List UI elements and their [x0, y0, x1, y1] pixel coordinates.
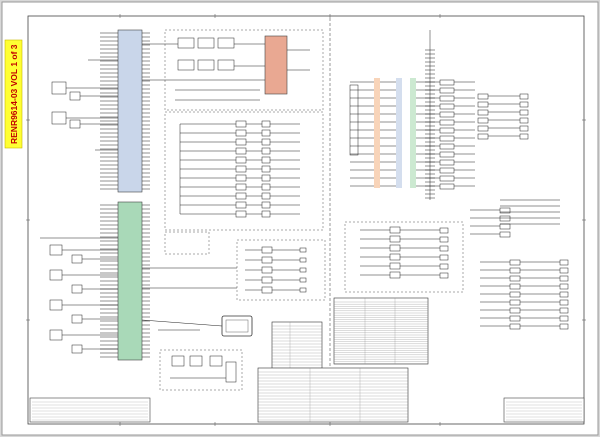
right-mid-box — [344, 221, 464, 293]
lower-center-wiring — [141, 267, 237, 383]
title-block-right — [503, 397, 585, 423]
output-driver-box — [164, 111, 324, 231]
driver-rows — [179, 120, 300, 218]
relay-block — [264, 35, 288, 95]
border-ticks — [26, 14, 586, 426]
document-tag-text: RENR9614-03 VOL 1 of 3 — [9, 44, 19, 144]
right-lower-rows — [470, 207, 569, 330]
display-screen — [225, 319, 249, 333]
right-highlight-orange — [374, 78, 380, 188]
connector-table — [333, 297, 429, 365]
display-unit — [221, 315, 253, 337]
title-block-left — [29, 397, 151, 423]
ecm-connector-lower — [117, 201, 143, 361]
right-highlight-green — [410, 78, 416, 188]
display-connector-box — [164, 231, 210, 255]
harness-code-table — [257, 367, 409, 423]
left-components-lower — [40, 237, 118, 354]
sensor-box — [236, 239, 326, 301]
title-block-lines — [32, 401, 582, 421]
left-components-upper — [51, 59, 118, 151]
ecm-connector-upper — [117, 29, 143, 193]
right-upper-connectors — [349, 30, 560, 225]
document-tag-background — [4, 39, 23, 149]
right-mid-rows — [360, 226, 449, 279]
wire-color-table — [271, 321, 323, 371]
relay-panel-box — [164, 29, 324, 111]
document-tag: RENR9614-03 VOL 1 of 3 — [4, 39, 23, 149]
harness-box — [159, 349, 243, 391]
sensor-rows — [245, 246, 307, 294]
ecm-pin-stubs — [100, 32, 150, 358]
relay-panel-wiring — [142, 37, 310, 101]
right-highlight-blue — [396, 78, 402, 188]
